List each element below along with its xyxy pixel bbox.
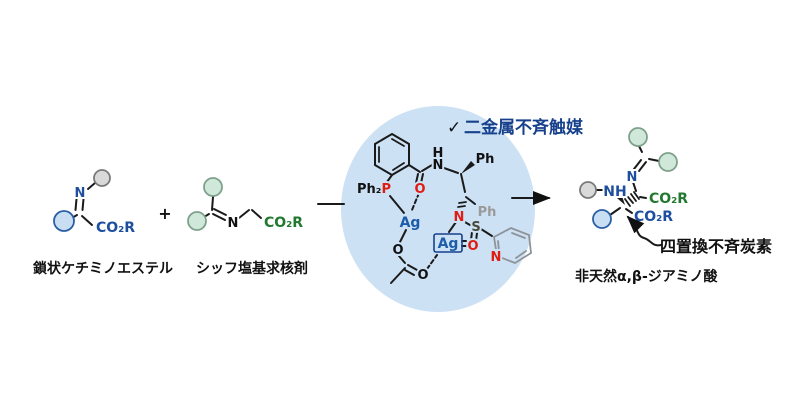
ph-wedge-label: Ph [476, 152, 495, 167]
ester-group-bottom: CO₂R [634, 209, 673, 225]
amide-o-atom: O [414, 182, 425, 197]
reactant1-ketimino-ester: N CO₂R 鎖状ケチミノエステル [33, 169, 173, 277]
imine-n-atom: N [627, 170, 638, 185]
catalyst-annotation-text: 二金属不斉触媒 [464, 117, 584, 138]
catalyst-bubble [341, 106, 535, 312]
product-bonds [595, 145, 660, 216]
phosphine-label: Ph₂P [357, 182, 391, 197]
coordination-dashed-bonds [411, 192, 469, 270]
substituent-circle-green [658, 152, 678, 172]
pyridine-ring [493, 227, 532, 265]
ester-group-label: CO₂R [96, 220, 135, 236]
substituent-circle-blue [592, 209, 612, 229]
reactant1-bonds [71, 182, 96, 226]
reactant2-bonds [203, 196, 262, 221]
ag1-atom: Ag [400, 215, 421, 231]
ester-group-label: CO₂R [264, 215, 303, 231]
catalyst-bonds [386, 164, 493, 284]
imine-n-atom: N [228, 216, 239, 231]
wedge-bond-nh [617, 196, 625, 205]
ag2-highlight-box [433, 233, 463, 253]
substituent-circle-blue [53, 210, 75, 232]
ag2-atom: Ag [438, 236, 459, 252]
nh-group: NH [603, 184, 626, 200]
substituent-circle-green [628, 127, 648, 147]
plus-operator: + [158, 204, 171, 223]
sulfonyl-o-atom: O [467, 239, 478, 254]
ph2-text: Ph₂ [357, 182, 381, 197]
stereocenter-pointer-arrow [626, 215, 662, 247]
amide-n-atom: N [433, 158, 444, 173]
reactant2-name: シッフ塩基求核剤 [196, 260, 308, 277]
pyridine-n-atom: N [491, 250, 502, 265]
wedge-bond-ph [461, 161, 475, 174]
reaction-arrow [317, 191, 551, 205]
substituent-circle-gray [93, 169, 111, 187]
substituent-circle-green [203, 177, 223, 197]
substituent-circle-green [187, 211, 207, 231]
p-atom: P [381, 182, 391, 197]
ph-back-label: Ph [478, 205, 497, 220]
catalyst-annotation: ✓ 二金属不斉触媒 [447, 117, 584, 138]
catalyst-complex: Ph₂P H N O Ph Ph Ag Ag O O N S O N ✓ 二金属… [355, 117, 584, 285]
check-icon: ✓ [447, 118, 461, 138]
ester-group-top: CO₂R [649, 191, 688, 207]
product-diamino-acid: N NH CO₂R CO₂R 四置換不斉炭素 非天然α,β-ジアミノ酸 [575, 127, 772, 285]
amide-h-atom: H [433, 146, 444, 161]
s-atom: S [471, 220, 480, 235]
acetate-o2-atom: O [417, 268, 428, 283]
stereocenter-label: 四置換不斉炭素 [660, 237, 772, 256]
sulfonamide-n-atom: N [454, 210, 465, 225]
substituent-circle-gray [579, 181, 597, 199]
product-name: 非天然α,β-ジアミノ酸 [575, 268, 718, 285]
imine-n-atom: N [75, 186, 86, 201]
acetate-o1-atom: O [392, 243, 403, 258]
reactant1-name: 鎖状ケチミノエステル [33, 260, 173, 277]
reactant2-schiff-base: N CO₂R シッフ塩基求核剤 [187, 177, 308, 277]
